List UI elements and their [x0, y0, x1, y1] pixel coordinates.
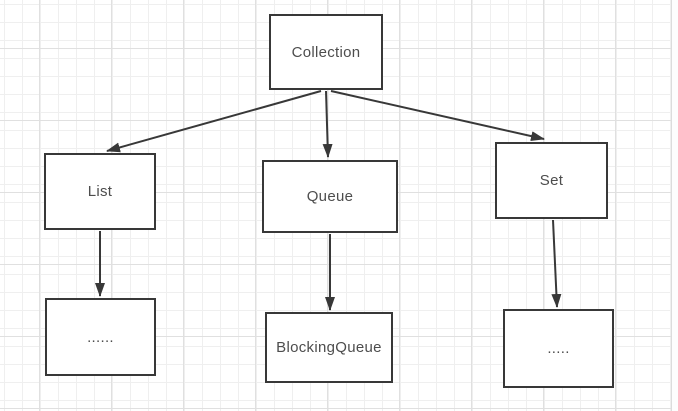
node-list-ellipsis[interactable]: ......	[45, 298, 156, 376]
node-set-ellipsis[interactable]: .....	[503, 309, 614, 388]
node-set[interactable]: Set	[495, 142, 608, 219]
node-collection-label: Collection	[291, 43, 361, 61]
node-set-label: Set	[539, 172, 564, 189]
edge-set-ellipsis[interactable]	[551, 219, 562, 308]
node-queue-label: Queue	[306, 188, 354, 205]
node-list-ellipsis-label: ......	[87, 328, 114, 346]
node-blocking-queue-label: BlockingQueue	[276, 339, 382, 356]
node-collection[interactable]: Collection	[269, 14, 383, 90]
node-list-label: List	[87, 183, 113, 200]
canvas-right-edge	[671, 0, 678, 411]
edge-collection-queue[interactable]	[322, 90, 333, 158]
edge-collection-list[interactable]	[106, 90, 322, 153]
node-blocking-queue[interactable]: BlockingQueue	[265, 312, 393, 383]
node-list[interactable]: List	[44, 153, 156, 230]
edge-collection-set[interactable]	[330, 90, 545, 142]
node-queue[interactable]: Queue	[262, 160, 398, 233]
node-set-ellipsis-label: .....	[547, 340, 570, 357]
